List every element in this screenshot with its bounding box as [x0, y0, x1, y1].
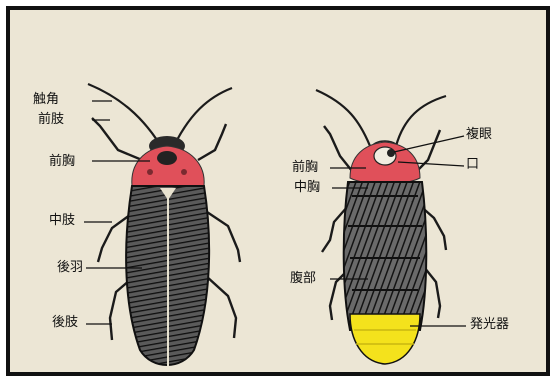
label-compound-eye: 複眼 [466, 128, 492, 142]
label-foreleg: 前肢 [38, 113, 64, 127]
label-hindleg: 後肢 [52, 316, 78, 330]
label-mesothorax: 中胸 [294, 181, 320, 195]
label-abdomen: 腹部 [290, 272, 316, 286]
label-midleg: 中肢 [49, 214, 75, 228]
label-mouth: 口 [466, 158, 479, 172]
diagram-background [8, 8, 548, 374]
label-light-organ: 発光器 [470, 318, 509, 332]
label-antenna: 触角 [33, 93, 59, 107]
label-hindwing: 後羽 [57, 261, 83, 275]
ventral-abdomen [344, 182, 427, 330]
label-prothorax: 前胸 [49, 155, 75, 169]
label-ventral-prothorax: 前胸 [292, 161, 318, 175]
